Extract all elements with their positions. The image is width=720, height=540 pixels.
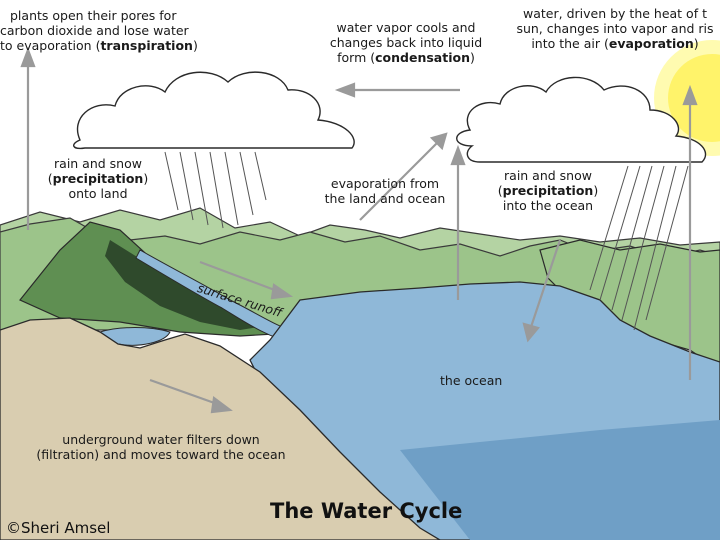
precip-land-line2-wrap: (precipitation) [40,171,156,186]
evaporation-close: ) [693,36,699,51]
cloud-right [456,76,707,163]
precip-ocean-line2-wrap: (precipitation) [490,183,606,198]
label-precipitation-land: rain and snow (precipitation) onto land [40,156,156,201]
precip-land-close: ) [143,171,149,186]
evap-land-ocean-line1: evaporation from [330,176,440,191]
label-precipitation-ocean: rain and snow (precipitation) into the o… [490,168,606,213]
precip-land-line3: onto land [68,186,128,201]
label-ocean: the ocean [440,373,503,388]
evaporation-line1: water, driven by the heat of t [523,6,707,21]
label-evaporation: water, driven by the heat of t sun, chan… [510,6,720,51]
cloud-left [73,71,355,150]
precip-ocean-open: ( [497,183,503,198]
process-arrows [20,46,698,414]
evaporation-line3: into the air ( [531,36,609,51]
transpiration-line3-wrap: to evaporation (transpiration) [0,38,232,53]
filtration-line2: (filtration) and moves toward the ocean [36,447,286,462]
filtration-line1: underground water filters down [62,432,260,447]
label-filtration: underground water filters down (filtrati… [18,432,304,462]
precip-ocean-line3: into the ocean [502,198,594,213]
ground-cross-section [0,317,442,540]
precip-land-term: precipitation [52,171,144,186]
transpiration-line3: to evaporation ( [0,38,101,53]
precip-land-open: ( [47,171,53,186]
condensation-close: ) [469,50,475,65]
diagram-title: The Water Cycle [270,499,463,523]
label-transpiration: plants open their pores for carbon dioxi… [0,8,232,53]
precip-ocean-term: precipitation [502,183,594,198]
condensation-line3: form ( [337,50,376,65]
copyright-credit: ©Sheri Amsel [6,519,111,537]
rain-over-land [164,151,267,229]
evaporation-term: evaporation [608,36,694,51]
evap-land-ocean-line2: the land and ocean [324,191,446,206]
evaporation-line3-wrap: into the air (evaporation) [510,36,720,51]
transpiration-term: transpiration [100,38,193,53]
evaporation-line2: sun, changes into vapor and ris [516,21,714,36]
transpiration-line1: plants open their pores for [10,8,177,23]
rain-over-ocean [589,165,689,331]
precip-land-line1: rain and snow [54,156,142,171]
label-condensation: water vapor cools and changes back into … [306,20,506,65]
condensation-line1: water vapor cools and [336,20,476,35]
condensation-term: condensation [375,50,470,65]
condensation-line2: changes back into liquid [329,35,483,50]
label-evaporation-land-ocean: evaporation from the land and ocean [312,176,458,206]
ocean-deep [400,420,720,540]
precip-ocean-line1: rain and snow [504,168,592,183]
precip-ocean-close: ) [593,183,599,198]
transpiration-line2: carbon dioxide and lose water [0,23,189,38]
transpiration-close: ) [192,38,198,53]
lake [98,327,171,346]
condensation-line3-wrap: form (condensation) [306,50,506,65]
